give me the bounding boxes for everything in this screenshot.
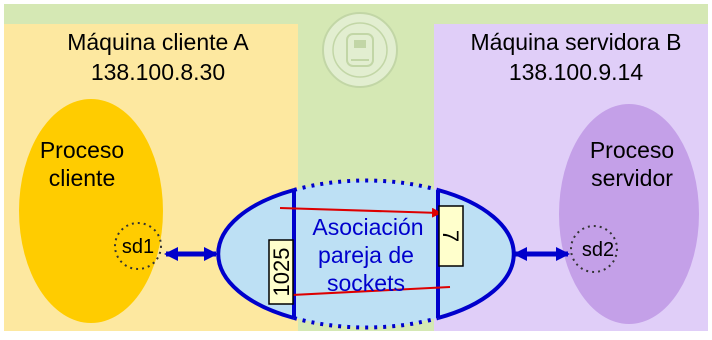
association-top-dotted-edge <box>293 178 439 192</box>
upm-university-seal-icon <box>322 12 398 88</box>
server-port-label: 7 <box>438 230 463 242</box>
server-process-label-line2: servidor <box>591 165 673 191</box>
client-machine-title: Máquina cliente A <box>67 29 249 55</box>
client-socket-label: sd1 <box>122 236 154 258</box>
association-label-line3: sockets <box>327 270 405 296</box>
server-machine-ip: 138.100.9.14 <box>509 59 644 85</box>
server-socket-outline <box>570 225 618 273</box>
red-arrow-server-to-client <box>270 286 451 301</box>
server-socket-label: sd2 <box>582 239 614 261</box>
server-port-box <box>438 205 464 267</box>
client-port-box <box>268 239 294 305</box>
server-process <box>559 104 699 324</box>
client-process-label-line2: cliente <box>49 165 115 191</box>
server-process-label-line1: Proceso <box>590 137 674 163</box>
client-port-label: 1025 <box>269 248 294 297</box>
server-machine-title: Máquina servidora B <box>471 29 682 55</box>
socket-association: Asociación pareja de sockets 1025 7 <box>216 178 516 330</box>
association-bottom-dotted-edge <box>293 316 439 330</box>
red-arrow-client-to-server <box>279 207 442 218</box>
client-machine-ip: 138.100.8.30 <box>91 59 225 85</box>
association-label-line1: Asociación <box>312 214 423 240</box>
client-process-label-line1: Proceso <box>40 137 124 163</box>
association-label-line2: pareja de <box>318 242 414 268</box>
client-socket-outline <box>114 222 162 270</box>
client-process <box>19 99 163 323</box>
